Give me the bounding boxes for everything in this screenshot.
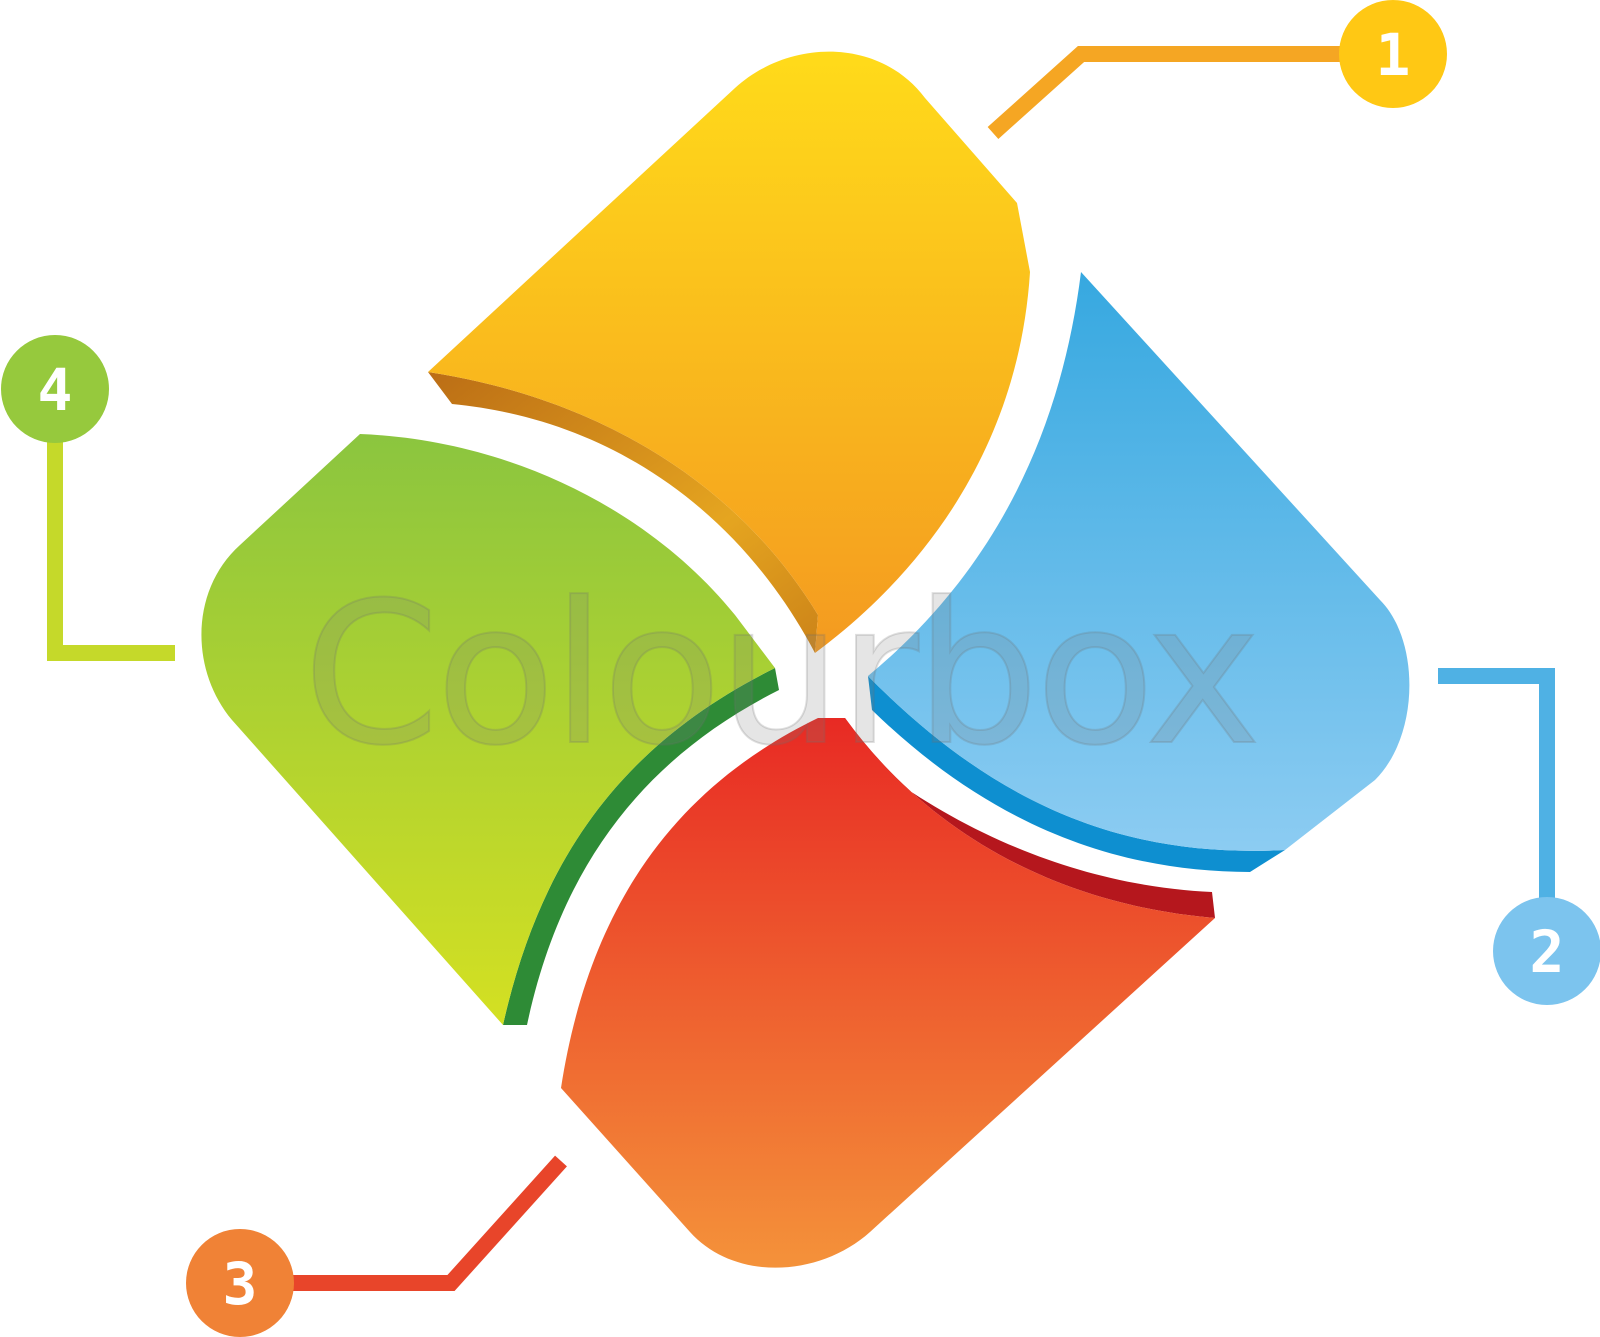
- connector-line-2: [1438, 668, 1555, 902]
- petal-4: [201, 434, 779, 1025]
- badge-3-number: 3: [223, 1250, 258, 1318]
- badge-1: 1: [1339, 0, 1447, 108]
- petal-1: [428, 51, 1030, 653]
- badge-4: 4: [1, 335, 109, 443]
- badge-3: 3: [186, 1229, 294, 1337]
- badge-4-number: 4: [38, 356, 73, 424]
- petal-1-face: [428, 51, 1030, 653]
- petal-2: [868, 272, 1410, 872]
- connector-line-4: [47, 435, 175, 661]
- badge-1-number: 1: [1376, 21, 1411, 89]
- petal-3: [561, 718, 1215, 1268]
- petal-2-face: [868, 272, 1410, 851]
- petal-3-face: [561, 718, 1215, 1268]
- connector-lines: [47, 46, 1555, 1291]
- badge-1-circle: [1339, 0, 1447, 108]
- petal-4-side: [503, 668, 779, 1025]
- badge-4-circle: [1, 335, 109, 443]
- badge-2-number: 2: [1530, 918, 1565, 986]
- connector-line-1: [987, 46, 1342, 139]
- watermark-text: Colourbox: [303, 561, 1257, 789]
- badge-3-circle: [186, 1229, 294, 1337]
- petal-2-side: [868, 676, 1285, 872]
- badge-2-circle: [1493, 897, 1600, 1005]
- connector-line-3: [290, 1155, 567, 1291]
- badge-2: 2: [1493, 897, 1600, 1005]
- petal-4-face: [201, 434, 776, 1025]
